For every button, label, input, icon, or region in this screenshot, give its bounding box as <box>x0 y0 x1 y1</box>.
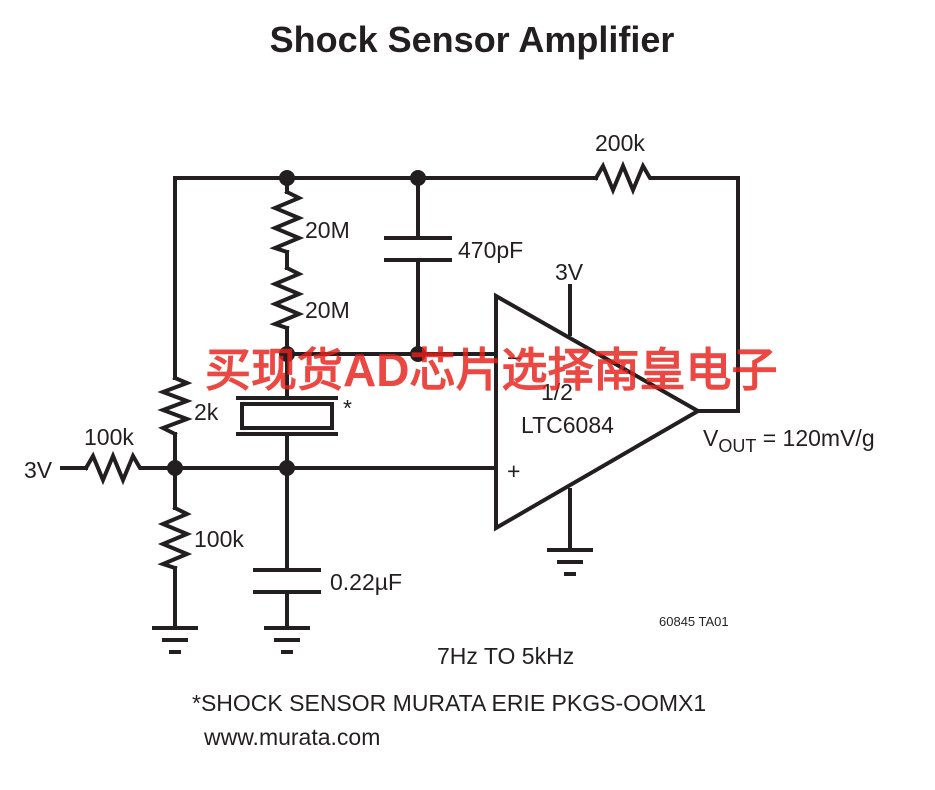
resistor-20m-bottom <box>269 265 305 331</box>
resistor-100k-divider <box>157 505 193 571</box>
sensor-crystal <box>240 402 334 430</box>
label-r-bias-top: 20M <box>305 217 350 243</box>
junction-inverting-bias <box>279 346 295 362</box>
label-r-input: 100k <box>84 424 134 450</box>
label-r-divider: 100k <box>194 526 244 552</box>
junction-input-sensor <box>279 460 295 476</box>
capacitors <box>253 236 452 594</box>
opamp <box>494 292 703 532</box>
label-divider-supply: 3V <box>24 457 53 483</box>
ground-symbol-sensor <box>264 626 310 654</box>
label-sensor-mark: * <box>343 395 352 421</box>
wiring <box>60 176 740 630</box>
resistors <box>83 160 658 571</box>
feedback-return-wire <box>654 176 740 413</box>
junction-input-left <box>167 460 183 476</box>
watermark-text: 买现货AD芯片选择南皇电子 <box>205 344 777 396</box>
junction-inverting-cap <box>410 346 426 362</box>
junctions <box>167 170 426 476</box>
opamp-noninverting-sign: + <box>507 458 520 484</box>
opamp-triangle <box>494 292 703 532</box>
opamp-fraction-label: 1/2 <box>541 379 573 405</box>
opamp-inverting-sign: – <box>508 343 521 369</box>
ground-symbol-opamp <box>547 548 593 576</box>
label-r-bias-bottom: 20M <box>305 297 350 323</box>
ground-symbol-divider <box>152 626 198 654</box>
footnote-line-2: www.murata.com <box>203 724 380 750</box>
grounds <box>152 548 593 654</box>
junction-top-cap <box>410 170 426 186</box>
label-r-feedback: 200k <box>595 130 645 156</box>
opamp-part-label: LTC6084 <box>521 412 614 438</box>
label-r-series: 2k <box>194 399 219 425</box>
label-opamp-supply: 3V <box>555 259 584 285</box>
resistor-20m-top <box>269 189 305 255</box>
output-label-prefix: V <box>703 425 719 451</box>
resistor-2k <box>157 375 193 437</box>
schematic-title: Shock Sensor Amplifier <box>270 19 675 60</box>
output-label-value: = 120mV/g <box>756 425 874 451</box>
label-c-bypass: 0.22µF <box>330 569 402 595</box>
shock-sensor <box>236 396 338 436</box>
labels: 200k 20M 20M 470pF 3V 2k * 100k 3V 100k … <box>24 130 875 750</box>
output-label-subscript: OUT <box>718 436 756 456</box>
output-label: VOUT = 120mV/g <box>703 425 875 456</box>
label-c-feedback: 470pF <box>458 237 523 263</box>
resistor-200k <box>593 160 658 196</box>
junction-top-bias <box>279 170 295 186</box>
footnote-line-1: *SHOCK SENSOR MURATA ERIE PKGS-OOMX1 <box>192 690 706 716</box>
bandwidth-label: 7Hz TO 5kHz <box>437 643 574 669</box>
figure-id: 60845 TA01 <box>659 614 729 629</box>
resistor-100k-input <box>83 450 148 486</box>
